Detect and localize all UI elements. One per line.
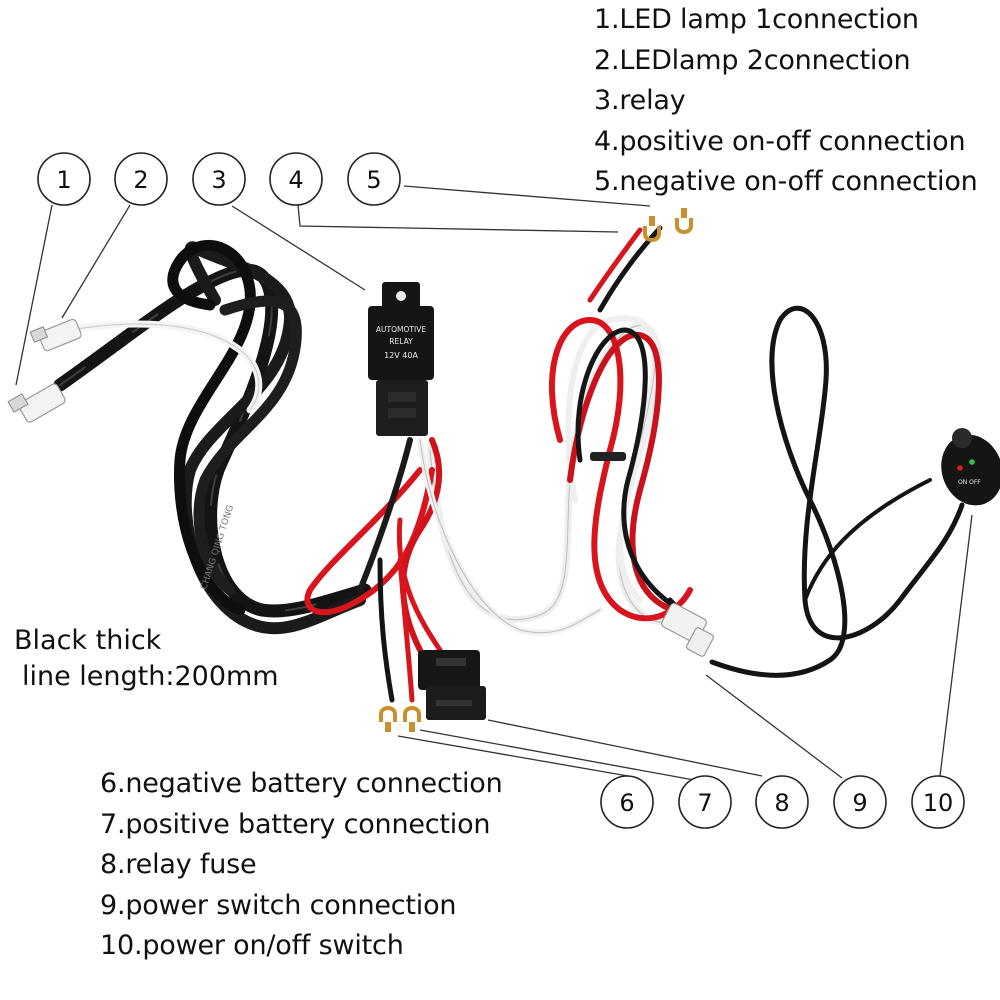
ring-terminal-icon: [403, 706, 421, 734]
switch-connector-icon: [661, 602, 715, 657]
callout-4: 4: [269, 152, 323, 206]
leader-10: [939, 514, 973, 777]
ring-terminal-icon: [675, 206, 693, 234]
callout-5-label: 5: [366, 166, 381, 194]
lamp-2-connector: [29, 318, 82, 352]
leader-lines: [15, 185, 973, 781]
leader-1: [15, 204, 53, 386]
legend-item-7: 7.positive battery connection: [100, 808, 491, 840]
fuse-holder-icon: [418, 650, 486, 720]
callout-8-label: 8: [774, 789, 789, 817]
callout-6: 6: [600, 775, 654, 829]
legend-item-8: 8.relay fuse: [100, 849, 257, 880]
leader-5: [403, 185, 651, 207]
leader-4: [297, 204, 619, 233]
legend-item-3: 3.relay: [594, 85, 686, 116]
legend-item-5: 5.negative on-off connection: [594, 166, 978, 197]
callout-10: 10: [911, 775, 965, 829]
lamp-1-connector: [7, 383, 66, 423]
legend-item-1: 1.LED lamp 1connection: [594, 4, 919, 35]
wire-bundle: [304, 225, 703, 703]
legend-item-2: 2.LEDlamp 2connection: [594, 44, 911, 76]
callout-10-label: 10: [923, 789, 954, 817]
leader-2: [61, 204, 131, 319]
legend-item-10: 10.power on/off switch: [100, 930, 404, 961]
switch-cable: [709, 305, 965, 678]
legend-item-9: 9.power switch connection: [100, 889, 457, 921]
ring-terminal-icon: [379, 706, 397, 734]
switch-icon: ON OFF: [941, 428, 1000, 506]
callout-4-label: 4: [288, 166, 303, 194]
leader-8: [487, 719, 763, 777]
callout-8: 8: [755, 775, 809, 829]
legend-item-4: 4.positive on-off connection: [594, 125, 966, 157]
cable-note-line-1: Black thick: [14, 625, 162, 656]
legend-top: 1.LED lamp 1connection 2.LEDlamp 2connec…: [594, 0, 978, 203]
relay-text-3: 12V 40A: [384, 351, 418, 360]
black-thick-cable: CHANG QING TONG: [53, 240, 372, 635]
cable-note-line-2: line length:200mm: [22, 661, 279, 692]
relay-text-1: AUTOMOTIVE: [376, 325, 426, 334]
leader-7: [419, 729, 695, 781]
legend-bottom: 6.negative battery connection 7.positive…: [100, 764, 503, 967]
callout-5: 5: [347, 152, 401, 206]
relay-text-2: RELAY: [389, 337, 413, 346]
relay-icon: AUTOMOTIVE RELAY 12V 40A: [368, 282, 434, 436]
callout-9-label: 9: [852, 789, 867, 817]
callout-1-label: 1: [56, 166, 71, 194]
callout-2: 2: [114, 152, 168, 206]
callout-7: 7: [678, 775, 732, 829]
legend-item-6: 6.negative battery connection: [100, 768, 503, 799]
callout-6-label: 6: [619, 789, 634, 817]
leader-3: [231, 205, 366, 291]
callout-circles: 1 2 3 4 5 6 7 8: [37, 152, 965, 829]
callout-7-label: 7: [697, 789, 712, 817]
callout-9: 9: [833, 775, 887, 829]
callout-3-label: 3: [211, 166, 226, 194]
callout-1: 1: [37, 152, 91, 206]
leader-9: [705, 674, 843, 779]
switch-label: ON OFF: [958, 479, 981, 486]
callout-3: 3: [192, 152, 246, 206]
callout-2-label: 2: [133, 166, 148, 194]
leader-6: [397, 735, 629, 777]
battery-terminals: [379, 706, 421, 734]
